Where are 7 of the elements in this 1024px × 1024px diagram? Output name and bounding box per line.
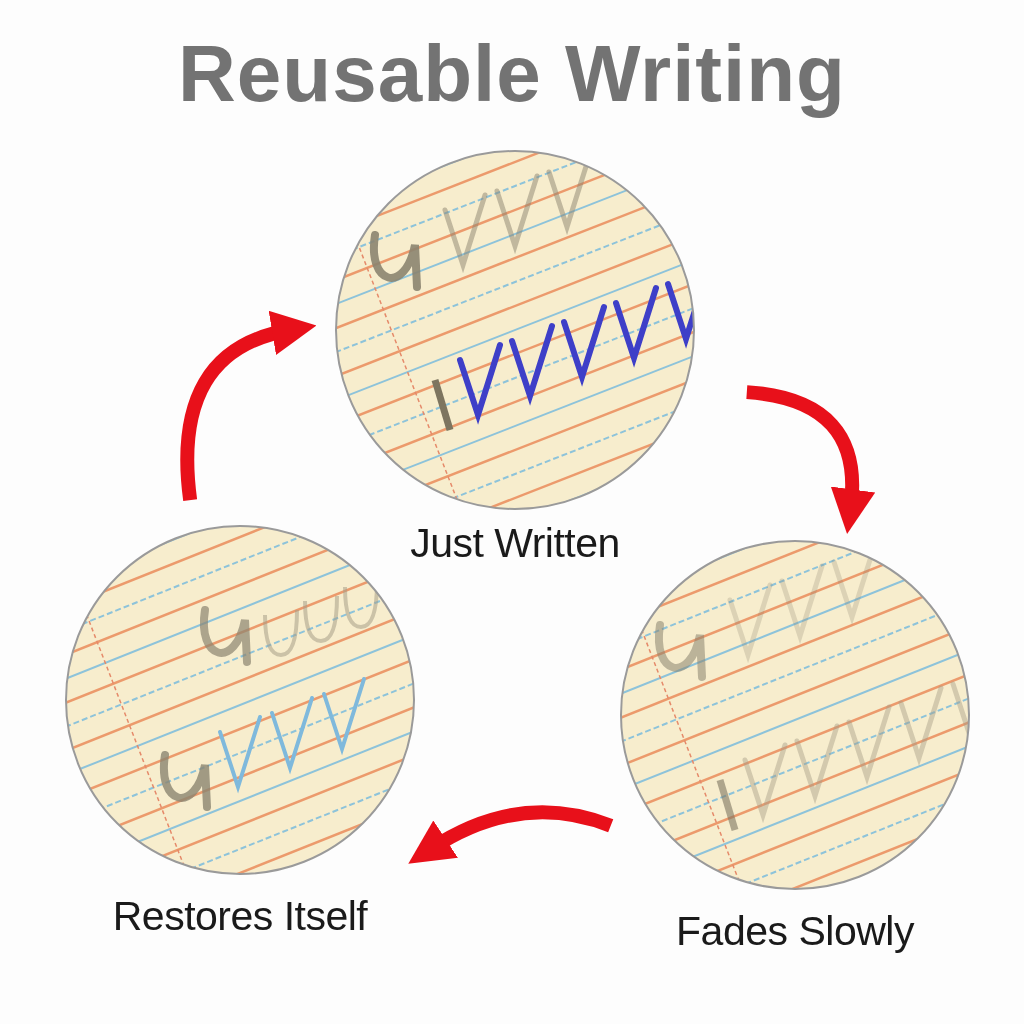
curved-arrow xyxy=(407,805,614,864)
title: Reusable Writing xyxy=(178,28,846,120)
curved-arrow xyxy=(746,385,875,535)
step-label: Just Written xyxy=(410,520,620,567)
step-label: Fades Slowly xyxy=(676,908,914,955)
curved-arrow xyxy=(180,312,317,501)
step-label: Restores Itself xyxy=(112,893,368,940)
